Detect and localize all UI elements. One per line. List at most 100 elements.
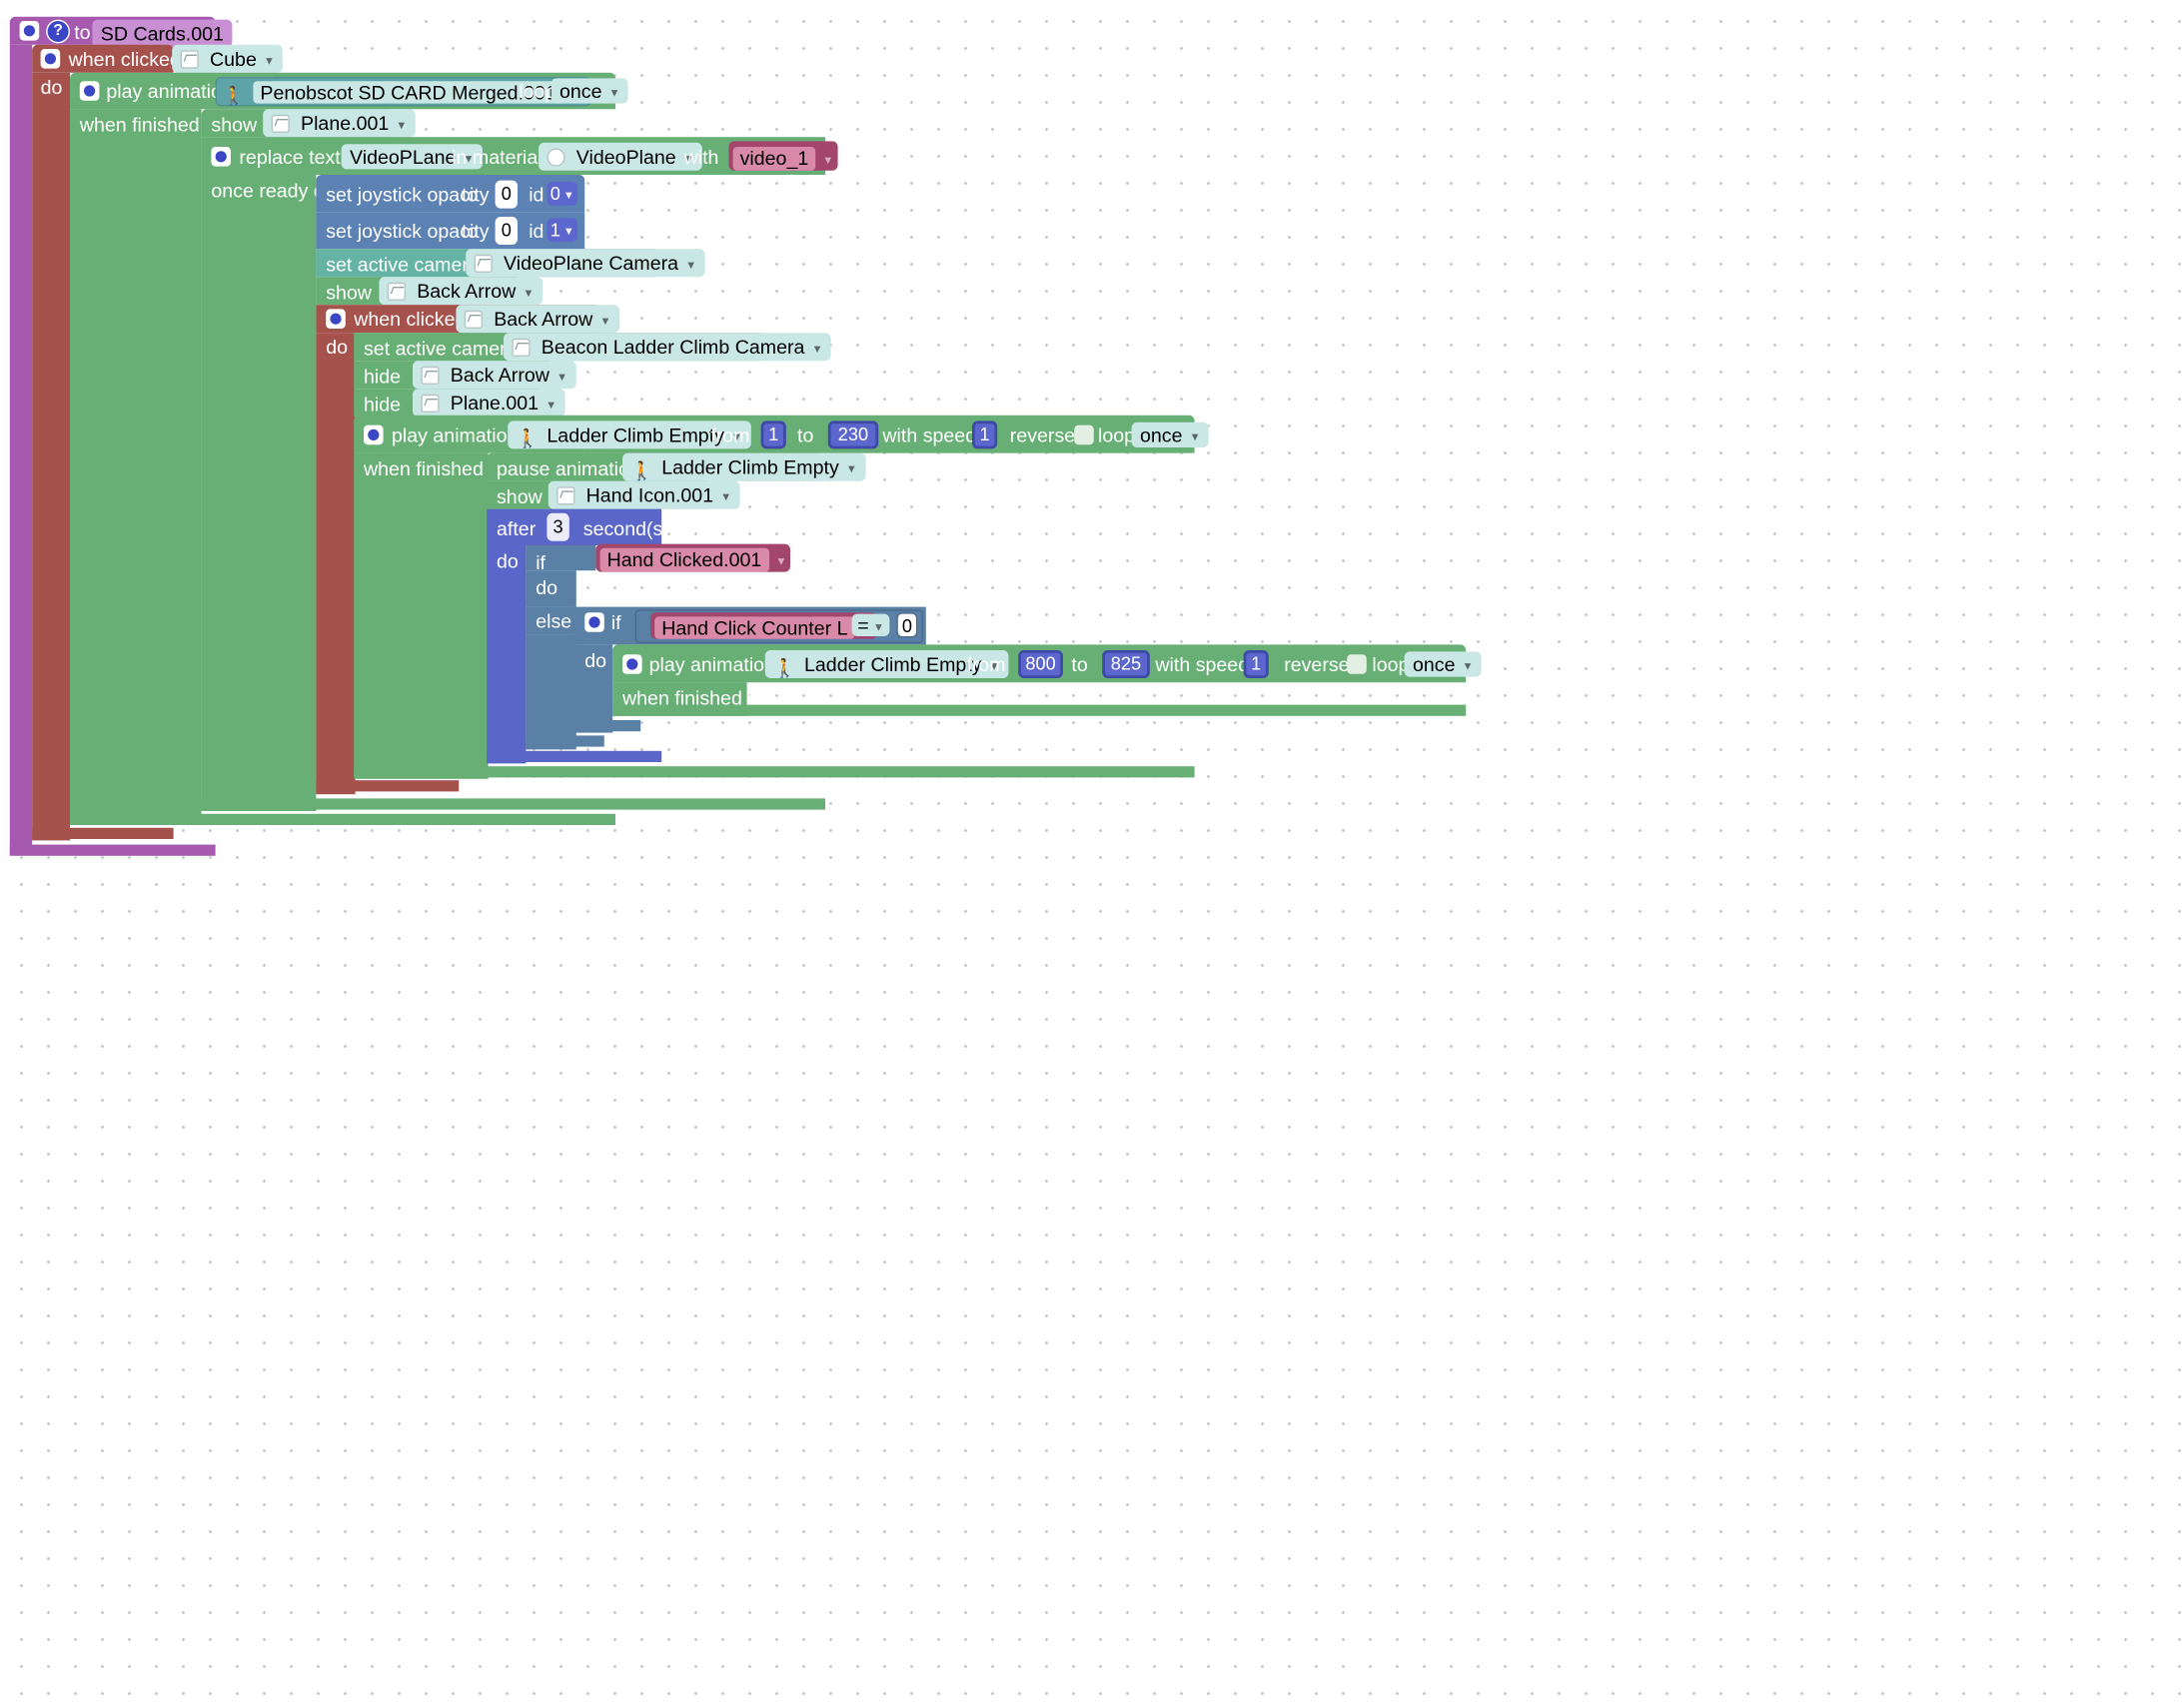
animation-dropdown[interactable]: 🚶Ladder Climb Empty▼ xyxy=(508,421,751,449)
compare-value: 0 xyxy=(901,615,912,636)
animation-dropdown[interactable]: 🚶Ladder Climb Empty▼ xyxy=(764,650,1009,678)
gear-icon[interactable] xyxy=(326,309,346,329)
dropdown-arrow-icon: ▼ xyxy=(523,287,535,300)
help-icon[interactable]: ? xyxy=(46,19,70,44)
gear-icon[interactable] xyxy=(79,81,100,101)
pause-animation-block[interactable]: pause animation 🚶Ladder Climb Empty▼ xyxy=(487,452,866,481)
object-dropdown[interactable]: Plane.001▼ xyxy=(263,109,416,138)
opacity-input[interactable]: 0 xyxy=(495,180,518,209)
camera-dropdown[interactable]: Beacon Ladder Climb Camera▼ xyxy=(504,333,831,362)
when-finished-do-label: when finished do xyxy=(79,113,227,136)
pause-animation-label: pause animation xyxy=(497,456,640,480)
gear-icon[interactable] xyxy=(584,612,604,632)
object-dropdown[interactable]: Plane.001▼ xyxy=(413,389,565,418)
set-joystick-opacity-block[interactable]: set joystick opacity to 0 id 0▼ xyxy=(316,175,585,213)
hide-back-arrow-block[interactable]: hide Back Arrow▼ xyxy=(354,361,576,390)
gear-icon[interactable] xyxy=(364,425,384,445)
hide-label: hide xyxy=(364,393,402,416)
when-clicked-cube-block[interactable]: when clicked Cube▼ do xyxy=(32,44,284,841)
walking-figure-icon: 🚶 xyxy=(773,657,796,678)
id-dropdown[interactable]: 0▼ xyxy=(546,182,578,206)
object-dropdown[interactable]: Back Arrow▼ xyxy=(379,277,543,306)
show-back-arrow-block[interactable]: show Back Arrow▼ xyxy=(316,277,543,306)
hide-plane-block[interactable]: hide Plane.001▼ xyxy=(354,389,565,418)
play-animation-ladder-block[interactable]: play animation 🚶Ladder Climb Empty▼ from… xyxy=(354,415,1209,779)
dropdown-arrow-icon: ▼ xyxy=(845,462,857,475)
object-dropdown[interactable]: Hand Icon.001▼ xyxy=(547,480,740,509)
cube-icon xyxy=(421,366,440,385)
object-dropdown[interactable]: Back Arrow▼ xyxy=(456,305,619,334)
play-animation-label: play animation xyxy=(648,652,775,676)
material-dropdown[interactable]: VideoPlane▼ xyxy=(539,142,703,171)
material-name: VideoPlane xyxy=(575,145,676,168)
video-dropdown[interactable]: video_1▼ xyxy=(728,141,838,171)
gear-icon[interactable] xyxy=(622,654,642,674)
once-ready-do-label: once ready do xyxy=(211,179,336,202)
texture-dropdown[interactable]: VideoPLane▼ xyxy=(341,144,483,170)
condition-variable-dropdown[interactable]: Hand Clicked.001▼ xyxy=(595,543,791,572)
dropdown-arrow-icon: ▼ xyxy=(872,620,884,634)
object-dropdown[interactable]: Back Arrow▼ xyxy=(413,361,576,390)
counter-variable-dropdown[interactable]: Hand Click Counter L▼ xyxy=(650,612,877,639)
speed-input[interactable]: 1 xyxy=(972,421,998,449)
set-active-camera-block[interactable]: set active camera VideoPlane Camera▼ xyxy=(316,249,705,278)
do-label: do xyxy=(497,549,519,572)
speed-value: 1 xyxy=(1251,652,1262,674)
compare-block[interactable]: Hand Click Counter L▼ =▼ 0 xyxy=(634,609,923,643)
with-speed-label: with speed xyxy=(882,424,977,446)
procedure-name-field[interactable]: SD Cards.001 xyxy=(92,19,233,48)
loop-dropdown[interactable]: once▼ xyxy=(550,78,628,104)
object-name: Cube xyxy=(210,47,257,70)
dropdown-arrow-icon: ▼ xyxy=(463,152,475,166)
animation-dropdown[interactable]: 🚶Penobscot SD CARD Merged.001▼ xyxy=(215,77,591,107)
show-label: show xyxy=(211,113,258,136)
material-sphere-icon xyxy=(546,148,565,167)
replace-texture-block[interactable]: replace texture VideoPLane▼ in material … xyxy=(201,137,838,811)
when-clicked-back-arrow-block[interactable]: when clicked Back Arrow▼ do xyxy=(316,305,619,795)
compare-value-input[interactable]: 0 xyxy=(896,612,918,638)
camera-name: Beacon Ladder Climb Camera xyxy=(541,336,805,359)
set-active-camera-label: set active camera xyxy=(364,337,518,360)
to-input[interactable]: 230 xyxy=(827,421,879,449)
object-name: Plane.001 xyxy=(301,112,390,135)
camera-dropdown[interactable]: VideoPlane Camera▼ xyxy=(466,249,705,278)
dropdown-arrow-icon: ▼ xyxy=(1462,659,1474,673)
id-label: id xyxy=(529,219,545,243)
show-plane-block[interactable]: show Plane.001▼ xyxy=(201,109,416,138)
gear-icon[interactable] xyxy=(40,49,61,69)
gear-icon[interactable] xyxy=(211,147,231,167)
cube-icon xyxy=(556,486,575,505)
loop-dropdown[interactable]: once▼ xyxy=(1131,422,1209,447)
opacity-input[interactable]: 0 xyxy=(495,217,518,245)
animation-dropdown[interactable]: 🚶Ladder Climb Empty▼ xyxy=(622,452,866,481)
object-dropdown[interactable]: Cube▼ xyxy=(172,44,284,73)
play-animation-label: play animation xyxy=(106,79,233,103)
if-else-block[interactable]: if Hand Clicked.001▼ do else xyxy=(526,543,791,750)
loop-dropdown[interactable]: once▼ xyxy=(1404,651,1482,677)
operator-dropdown[interactable]: =▼ xyxy=(851,613,890,636)
to-input[interactable]: 825 xyxy=(1102,650,1150,678)
set-joystick-opacity-block[interactable]: set joystick opacity to 0 id 1▼ xyxy=(316,212,585,250)
when-clicked-label: when clicked xyxy=(68,47,181,70)
speed-input[interactable]: 1 xyxy=(1243,650,1269,678)
from-input[interactable]: 800 xyxy=(1018,650,1063,678)
reversed-checkbox[interactable] xyxy=(1347,654,1367,674)
procedure-block[interactable]: ? to SD Cards.001 xyxy=(9,16,233,856)
if-counter-block[interactable]: if Hand Click Counter L▼ =▼ 0 do xyxy=(574,606,926,733)
set-active-camera-block[interactable]: set active camera Beacon Ladder Climb Ca… xyxy=(354,333,831,362)
reversed-checkbox[interactable] xyxy=(1074,425,1094,445)
after-seconds-block[interactable]: after 3 second(s) do xyxy=(487,508,669,764)
gear-icon[interactable] xyxy=(19,21,40,41)
from-input[interactable]: 1 xyxy=(760,421,786,449)
from-value: 800 xyxy=(1025,652,1056,674)
loop-label: loop xyxy=(1098,424,1136,446)
animation-name: Ladder Climb Empty xyxy=(804,652,982,676)
play-animation-ladder-block[interactable]: play animation 🚶Ladder Climb Empty▼ from… xyxy=(612,644,1482,716)
from-value: 1 xyxy=(768,424,779,445)
seconds-input[interactable]: 3 xyxy=(546,512,569,541)
play-animation-penobscot-block[interactable]: play animation 🚶Penobscot SD CARD Merged… xyxy=(70,72,628,825)
animation-name: Ladder Climb Empty xyxy=(546,424,724,446)
id-dropdown[interactable]: 1▼ xyxy=(546,218,578,243)
show-hand-icon-block[interactable]: show Hand Icon.001▼ xyxy=(487,480,740,509)
